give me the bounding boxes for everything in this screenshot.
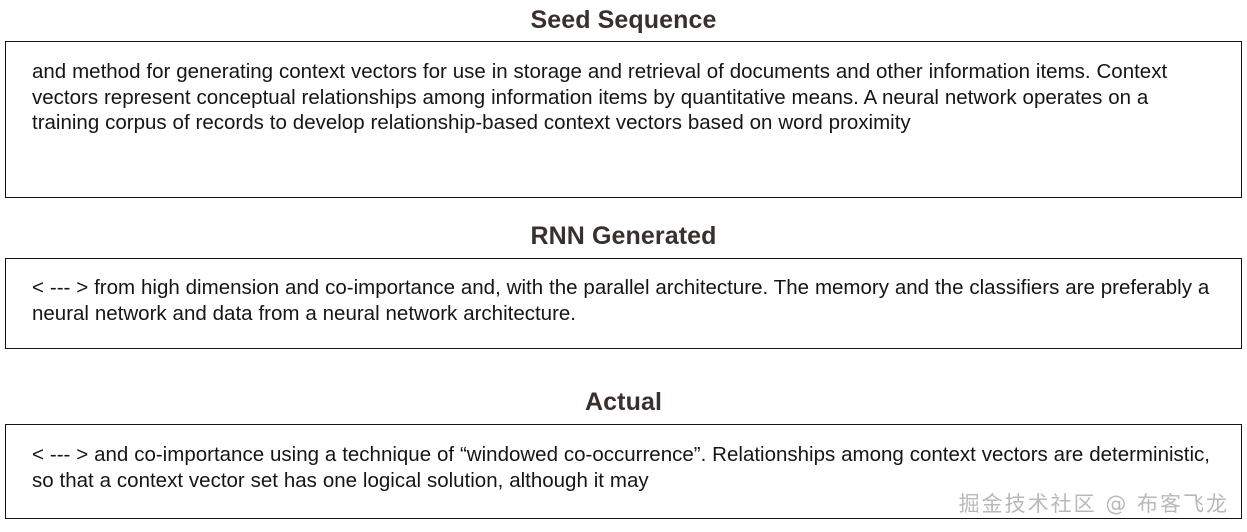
text-box-seed-sequence: and method for generating context vector…: [5, 41, 1242, 198]
text-box-rnn-generated: < --- > from high dimension and co-impor…: [5, 258, 1242, 349]
section-rnn-generated: RNN Generated < --- > from high dimensio…: [0, 224, 1247, 349]
body-text-rnn-generated: < --- > from high dimension and co-impor…: [32, 276, 1210, 325]
text-box-actual: < --- > and co-importance using a techni…: [5, 424, 1242, 519]
section-seed-sequence: Seed Sequence and method for generating …: [0, 8, 1247, 198]
section-title-actual: Actual: [584, 388, 662, 416]
body-text-actual: < --- > and co-importance using a techni…: [32, 443, 1210, 492]
section-title-seed-sequence: Seed Sequence: [530, 6, 717, 34]
body-text-seed-sequence: and method for generating context vector…: [32, 60, 1168, 134]
section-title-rnn-generated: RNN Generated: [530, 222, 717, 250]
section-actual: Actual < --- > and co-importance using a…: [0, 390, 1247, 519]
